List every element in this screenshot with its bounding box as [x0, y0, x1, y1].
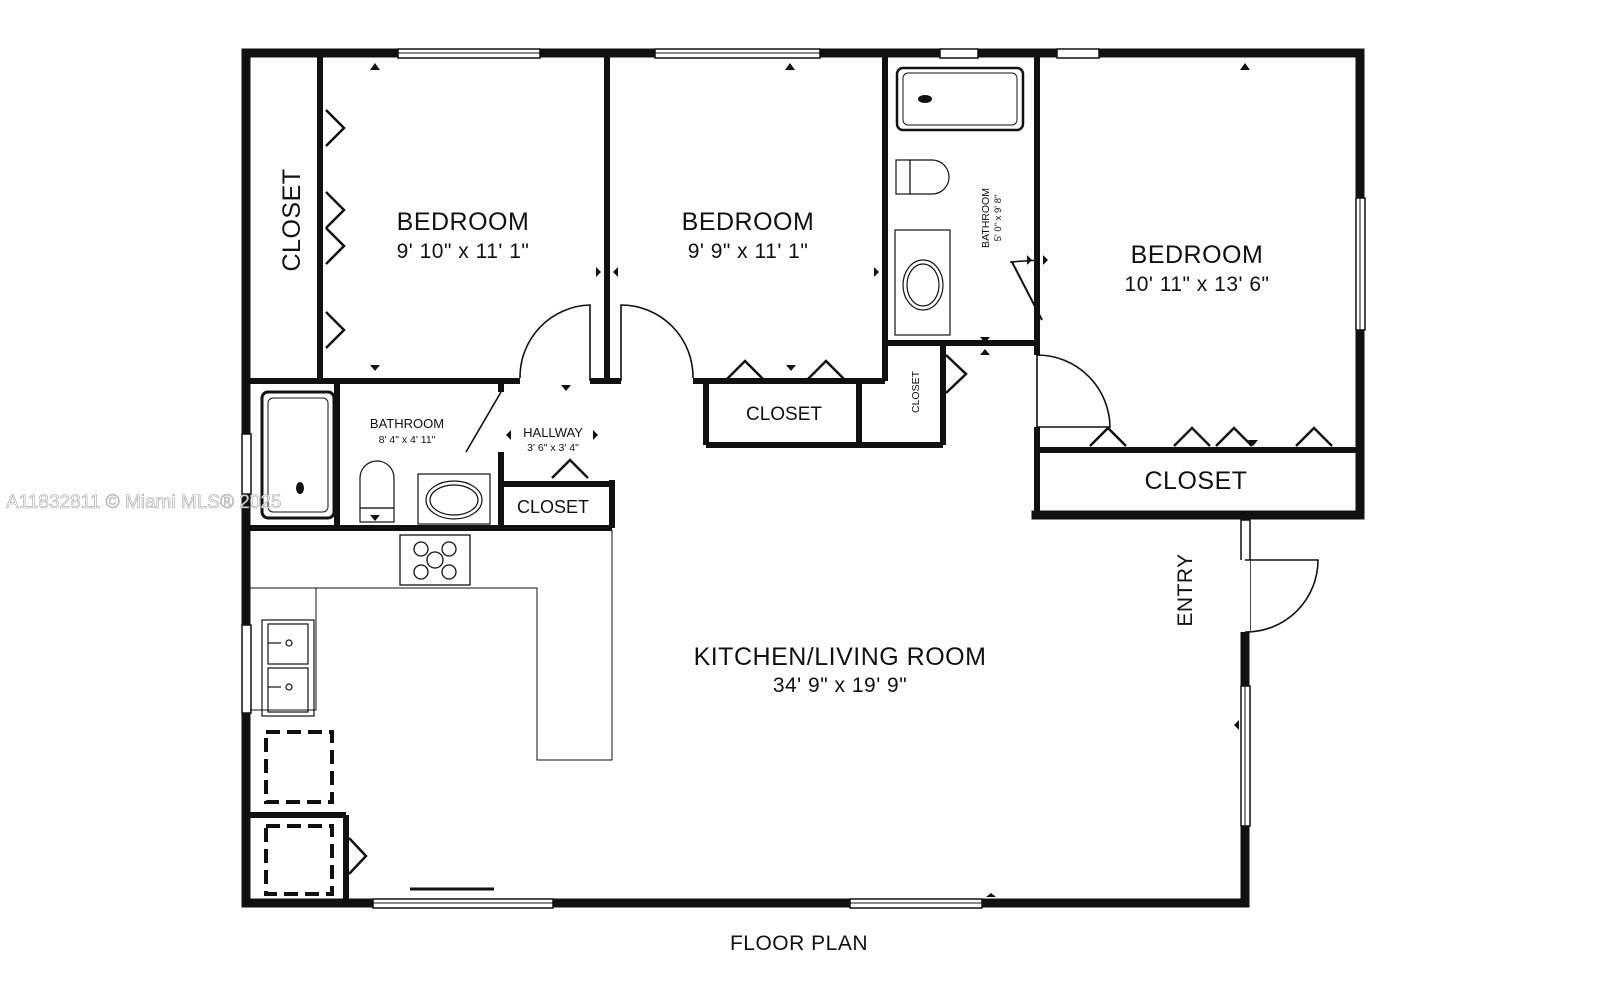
toilet-icon [895, 159, 950, 195]
room-dims-kitchen-living: 34' 9" x 19' 9" [773, 674, 907, 697]
sink-icon [894, 229, 951, 336]
toilet-icon [359, 460, 395, 523]
kitchen-sink-icon [261, 619, 315, 717]
plan-caption: FLOOR PLAN [730, 932, 868, 955]
closet-label-bedroom-2: CLOSET [746, 404, 822, 425]
room-name-bedroom-2: BEDROOM [682, 208, 815, 236]
room-name-entry: ENTRY [1174, 553, 1197, 626]
door-swings [465, 259, 1319, 633]
drain-icon [918, 95, 932, 103]
room-dims-bedroom-2: 9' 9" x 11' 1" [688, 240, 809, 263]
room-name-bathroom-2: BATHROOM [980, 188, 992, 248]
room-name-bedroom-3: BEDROOM [1131, 241, 1264, 269]
room-name-hallway: HALLWAY [523, 425, 583, 440]
room-dims-bathroom-1: 8' 4" x 4' 11" [379, 434, 436, 446]
stove-icon [399, 534, 471, 586]
bathtub-icon [260, 390, 336, 520]
room-dims-bedroom-3: 10' 11" x 13' 6" [1125, 273, 1270, 296]
room-name-kitchen-living: KITCHEN/LIVING ROOM [694, 643, 987, 671]
room-name-bathroom-1: BATHROOM [370, 416, 444, 431]
dimension-markers [370, 63, 1258, 897]
sink-icon [417, 473, 491, 525]
room-dims-bedroom-1: 9' 10" x 11' 1" [397, 240, 530, 263]
room-name-bedroom-1: BEDROOM [397, 208, 530, 236]
closet-label-hall: CLOSET [517, 497, 589, 517]
interior-walls [246, 56, 1360, 903]
watermark: A11832811 © Miami MLS® 2025 [6, 492, 282, 513]
shower-pan-icon [895, 66, 1025, 132]
room-dims-bathroom-2: 5' 0" x 9' 8" [993, 195, 1004, 242]
room-dims-hallway: 3' 6" x 3' 4" [527, 442, 579, 454]
closet-label-small: CLOSET [910, 370, 922, 413]
drain-icon [296, 482, 304, 494]
window-mullions [373, 52, 1361, 904]
closet-label-bedroom-3: CLOSET [1144, 467, 1247, 495]
bifold-doors [325, 109, 1333, 875]
bath2-door [1011, 261, 1043, 321]
kitchen-counter [250, 530, 613, 761]
appliance-icon [264, 730, 334, 896]
closet-label-left: CLOSET [278, 168, 306, 271]
